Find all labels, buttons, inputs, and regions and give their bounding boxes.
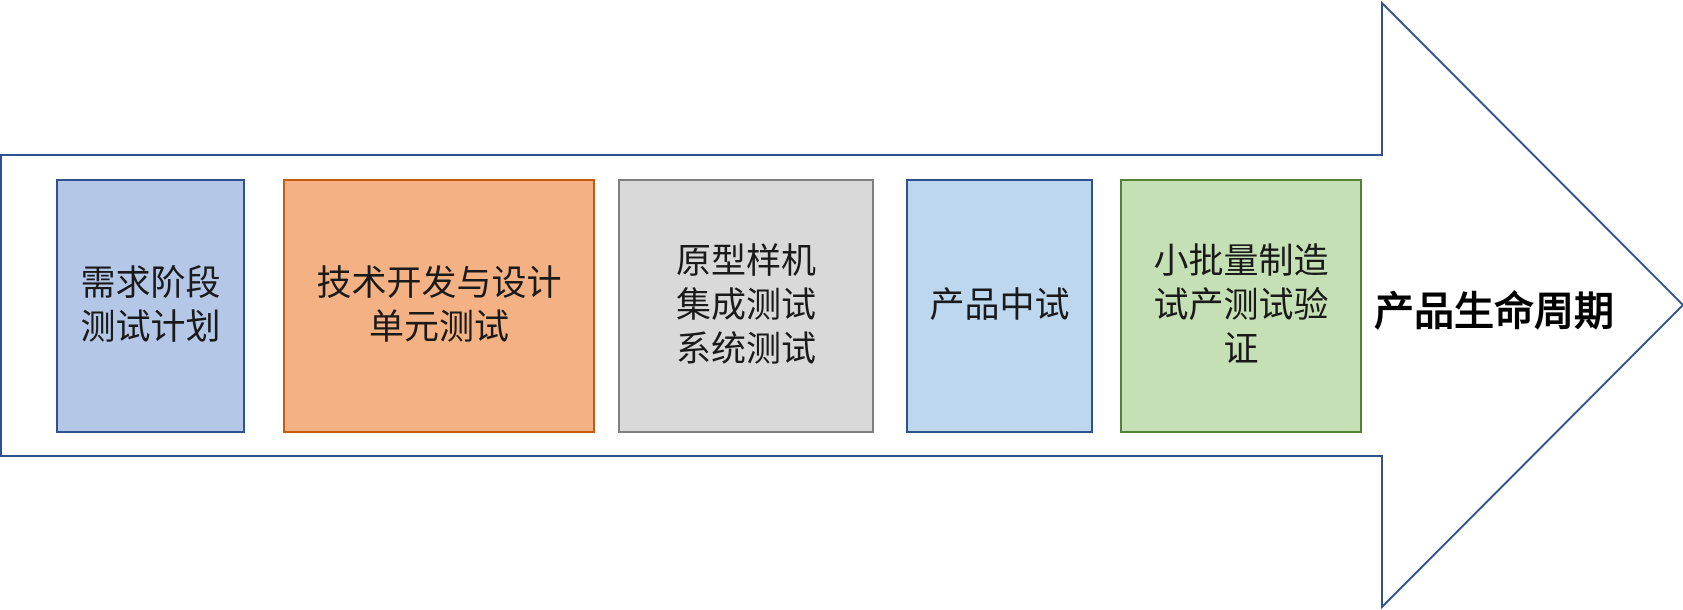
- stage-box-requirements: 需求阶段 测试计划: [56, 179, 245, 433]
- stage-text: 原型样机 集成测试 系统测试: [676, 240, 816, 372]
- stage-line: 产品中试: [929, 286, 1070, 326]
- stage-box-small-batch: 小批量制造 试产测试验 证: [1120, 179, 1362, 433]
- stage-line: 试产测试验: [1153, 286, 1329, 326]
- stage-box-prototype: 原型样机 集成测试 系统测试: [618, 179, 874, 433]
- stage-line: 小批量制造: [1153, 242, 1329, 282]
- stage-text: 产品中试: [929, 284, 1069, 328]
- stage-line: 原型样机: [675, 242, 816, 282]
- stage-line: 集成测试: [675, 286, 816, 326]
- stage-line: 单元测试: [368, 308, 509, 348]
- stage-text: 需求阶段 测试计划: [80, 262, 220, 350]
- stage-line: 证: [1223, 330, 1259, 370]
- arrow-label: 产品生命周期: [1374, 289, 1614, 335]
- stage-line: 测试计划: [80, 308, 221, 348]
- stage-text: 技术开发与设计 单元测试: [316, 262, 561, 350]
- stage-box-tech-dev: 技术开发与设计 单元测试: [283, 179, 595, 433]
- stage-text: 小批量制造 试产测试验 证: [1153, 240, 1328, 372]
- stage-line: 技术开发与设计: [316, 264, 562, 304]
- stage-box-pilot: 产品中试: [906, 179, 1093, 433]
- stage-line: 系统测试: [675, 330, 816, 370]
- stage-line: 需求阶段: [80, 264, 221, 304]
